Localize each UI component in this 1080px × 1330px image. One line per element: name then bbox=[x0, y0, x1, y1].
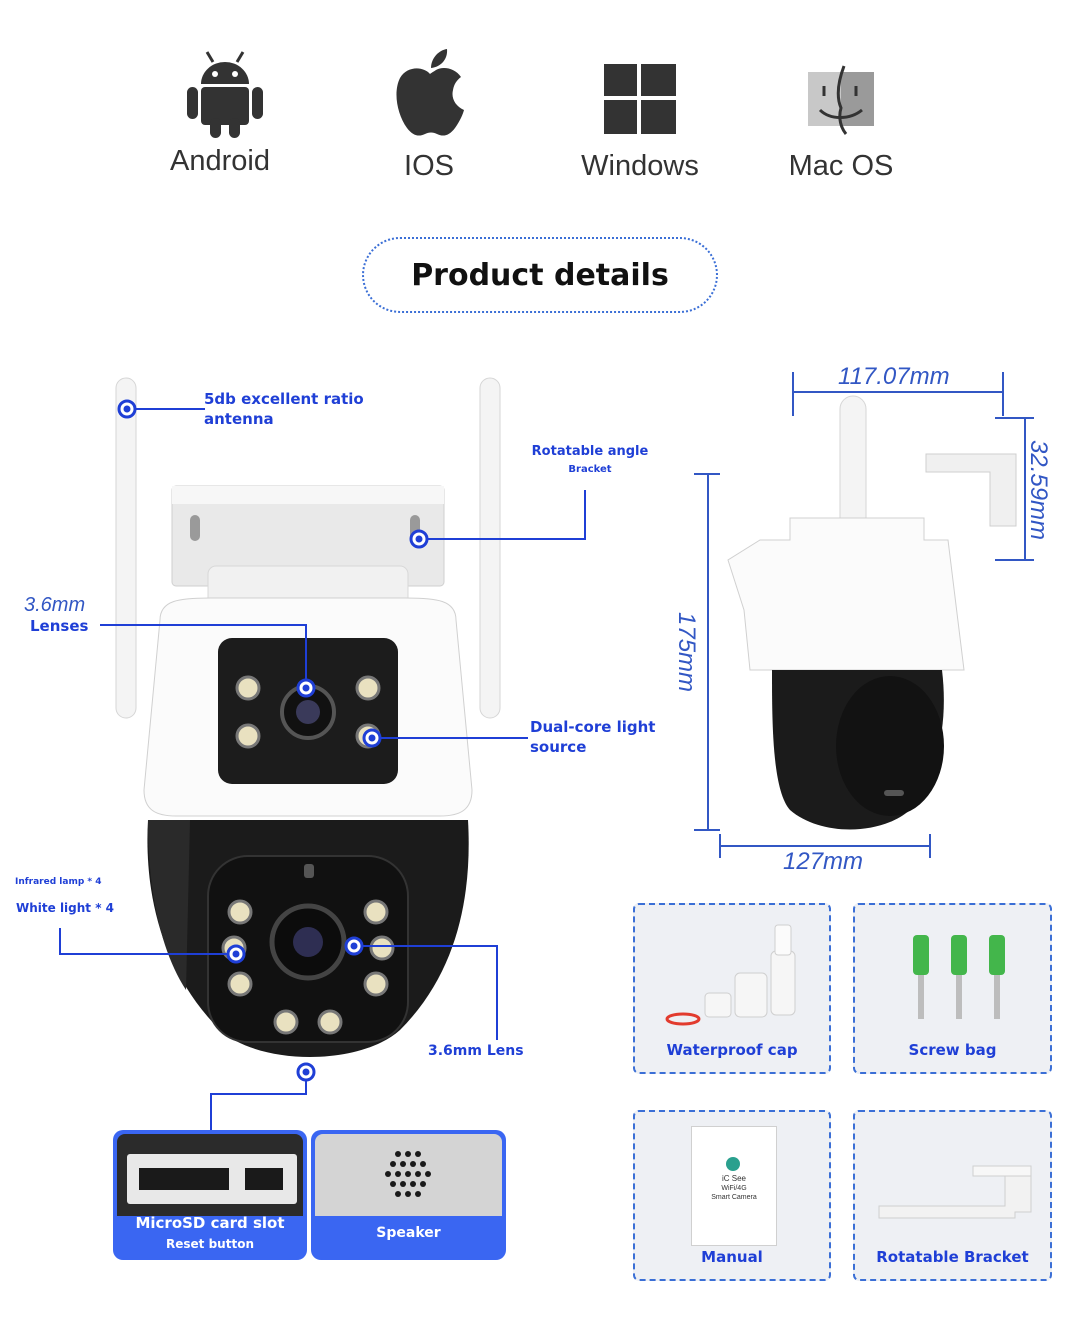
accessory-rotatable-bracket-label: Rotatable Bracket bbox=[876, 1248, 1029, 1266]
accessory-waterproof-cap: Waterproof cap bbox=[633, 903, 831, 1074]
microsd-title: MicroSD card slot bbox=[135, 1214, 285, 1232]
manual-brand: iC See bbox=[721, 1174, 746, 1183]
speaker-title: Speaker bbox=[376, 1225, 441, 1241]
callout-lenses-label: Lenses bbox=[30, 617, 89, 635]
accessory-manual-label: Manual bbox=[701, 1248, 763, 1266]
section-title: Product details bbox=[411, 257, 669, 293]
camera-side-illustration bbox=[727, 395, 1017, 830]
callout-dual-core: Dual-core light source bbox=[530, 717, 655, 757]
speaker-photo bbox=[315, 1134, 502, 1216]
accessory-waterproof-cap-label: Waterproof cap bbox=[666, 1041, 798, 1059]
accessory-manual: iC See WiFi/4G Smart Camera Manual bbox=[633, 1110, 831, 1281]
callout-bracket: Rotatable angle Bracket bbox=[520, 444, 660, 475]
dim-width-top: 117.07mm bbox=[838, 363, 950, 390]
callout-white-light: White light * 4 bbox=[16, 901, 115, 915]
callout-antenna: 5db excellent ratio antenna bbox=[204, 389, 364, 429]
os-label-windows: Windows bbox=[581, 150, 699, 182]
apple-icon bbox=[396, 49, 464, 136]
callout-infrared: Infrared lamp * 4 bbox=[15, 877, 102, 887]
callout-lens-bottom: 3.6mm Lens bbox=[428, 1043, 524, 1059]
callout-antenna-line1: 5db excellent ratio bbox=[204, 390, 364, 408]
microsd-subtitle: Reset button bbox=[166, 1237, 254, 1251]
accessory-screw-bag: Screw bag bbox=[853, 903, 1052, 1074]
callout-dual-core-line2: source bbox=[530, 738, 587, 756]
os-label-ios: IOS bbox=[404, 150, 454, 182]
finder-icon bbox=[808, 65, 874, 135]
manual-line2: Smart Camera bbox=[711, 1194, 757, 1201]
accessory-rotatable-bracket: Rotatable Bracket bbox=[853, 1110, 1052, 1281]
manual-cover: iC See WiFi/4G Smart Camera bbox=[691, 1126, 777, 1246]
windows-icon bbox=[604, 64, 676, 134]
android-icon bbox=[187, 51, 263, 138]
accessory-screw-bag-label: Screw bag bbox=[908, 1041, 997, 1059]
callout-bracket-line2: Bracket bbox=[568, 464, 612, 475]
dim-bracket-height: 32.59mm bbox=[1025, 440, 1052, 541]
dim-width-bottom: 127mm bbox=[783, 848, 864, 875]
microsd-photo bbox=[117, 1134, 303, 1216]
dim-height: 175mm bbox=[673, 612, 700, 693]
speaker-card: Speaker bbox=[311, 1130, 506, 1260]
callout-dual-core-line1: Dual-core light bbox=[530, 718, 656, 736]
section-title-pill: Product details bbox=[362, 237, 718, 313]
manual-line1: WiFi/4G bbox=[721, 1185, 747, 1192]
callout-antenna-line2: antenna bbox=[204, 410, 274, 428]
os-label-android: Android bbox=[170, 145, 270, 177]
callout-lenses-size: 3.6mm bbox=[24, 594, 86, 616]
callout-lenses: 3.6mm Lenses bbox=[24, 594, 88, 635]
microsd-card: MicroSD card slot Reset button bbox=[113, 1130, 307, 1260]
callout-bracket-line1: Rotatable angle bbox=[531, 444, 649, 459]
camera-front-illustration bbox=[115, 377, 501, 1057]
os-label-macos: Mac OS bbox=[788, 150, 894, 182]
